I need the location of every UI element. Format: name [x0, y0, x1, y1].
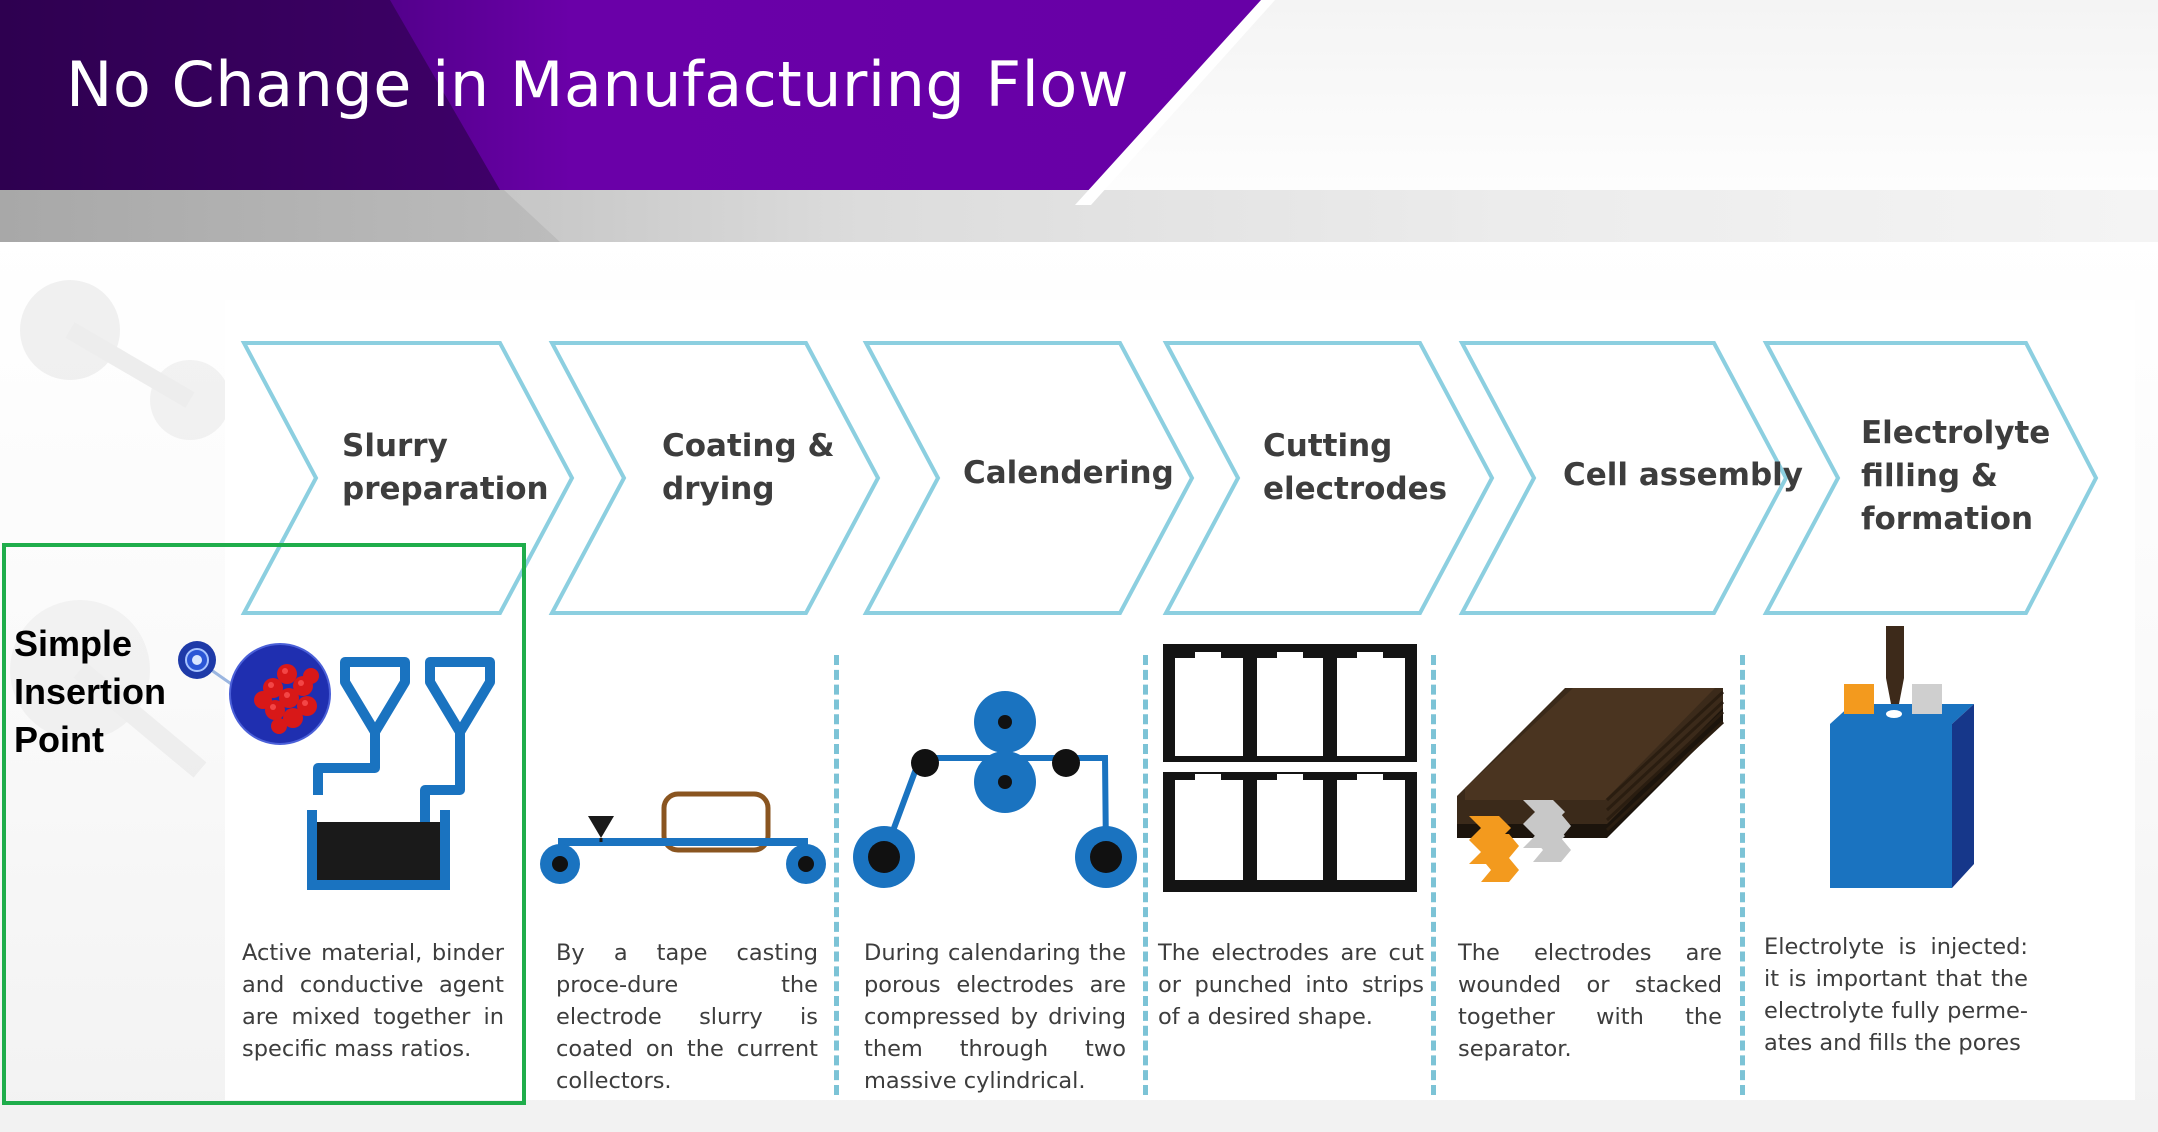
chevron-step-6: [1762, 341, 2099, 615]
column-divider: [1143, 655, 1148, 1095]
column-divider: [1431, 655, 1436, 1095]
step-label-slurry-preparation: Slurry preparation: [342, 425, 549, 511]
step-label-electrolyte-filling: Electrolyte filling & formation: [1861, 412, 2050, 541]
insertion-point-highlight-box: [2, 543, 526, 1105]
step-3-label-line-1: Calendering: [963, 455, 1174, 491]
electrode-stack-icon: [1457, 688, 1725, 882]
step-label-calendering: Calendering: [963, 452, 1174, 495]
step-2-description: By a tape casting proce-dure the electro…: [556, 940, 818, 1094]
electrode-sheets-icon: [1163, 644, 1417, 892]
insertion-point-label-line-2: Insertion: [14, 671, 167, 712]
mixing-tank-icon: [307, 657, 495, 890]
step-label-cell-assembly: Cell assembly: [1563, 454, 1803, 497]
step-4-label-line-1: Cutting: [1263, 428, 1393, 464]
step-2-label-line-2: drying: [662, 471, 775, 507]
step-6-label-line-2: filling &: [1861, 458, 1998, 494]
step-6-label-line-1: Electrolyte: [1861, 415, 2051, 451]
step-4-label-line-2: electrodes: [1263, 471, 1448, 507]
step-4-description: The electrodes are cut or punched into s…: [1158, 940, 1424, 1030]
insertion-point-label-line-3: Point: [14, 719, 104, 760]
step-6-description: Electrolyte is injected: it is important…: [1764, 934, 2028, 1056]
step-3-description: During calendaring the porous electrodes…: [864, 940, 1126, 1094]
step-label-cutting-electrodes: Cutting electrodes: [1263, 425, 1447, 511]
step-1-label-line-2: preparation: [342, 471, 549, 507]
step-1-label-line-1: Slurry: [342, 428, 448, 464]
tape-casting-icon: [540, 791, 826, 884]
chevron-step-4: [1162, 341, 1495, 615]
chevron-step-5: [1458, 341, 1789, 615]
step-5-label-line-1: Cell assembly: [1563, 457, 1803, 493]
step-label-coating-drying: Coating & drying: [662, 425, 835, 511]
step-2-label-line-1: Coating &: [662, 428, 835, 464]
title-banner-shadow-dark: [0, 190, 560, 242]
calender-rollers-icon: [853, 691, 1137, 888]
insertion-point-label-line-1: Simple: [14, 623, 133, 664]
step-5-description: The electrodes are wounded or stacked to…: [1458, 940, 1722, 1062]
battery-cell-icon: [1830, 626, 1974, 888]
column-divider: [834, 655, 839, 1095]
nanoparticle-icon: [178, 641, 331, 745]
step-1-description: Active material, binder and conductive a…: [242, 940, 504, 1062]
background-molecule-decoration: [10, 280, 230, 778]
step-6-label-line-3: formation: [1861, 501, 2034, 537]
chevron-step-3: [862, 341, 1195, 615]
insertion-point-label: Simple Insertion Point: [14, 620, 204, 764]
column-divider: [1740, 655, 1745, 1095]
page-title: No Change in Manufacturing Flow: [66, 48, 1130, 121]
chevron-step-2: [548, 341, 881, 615]
